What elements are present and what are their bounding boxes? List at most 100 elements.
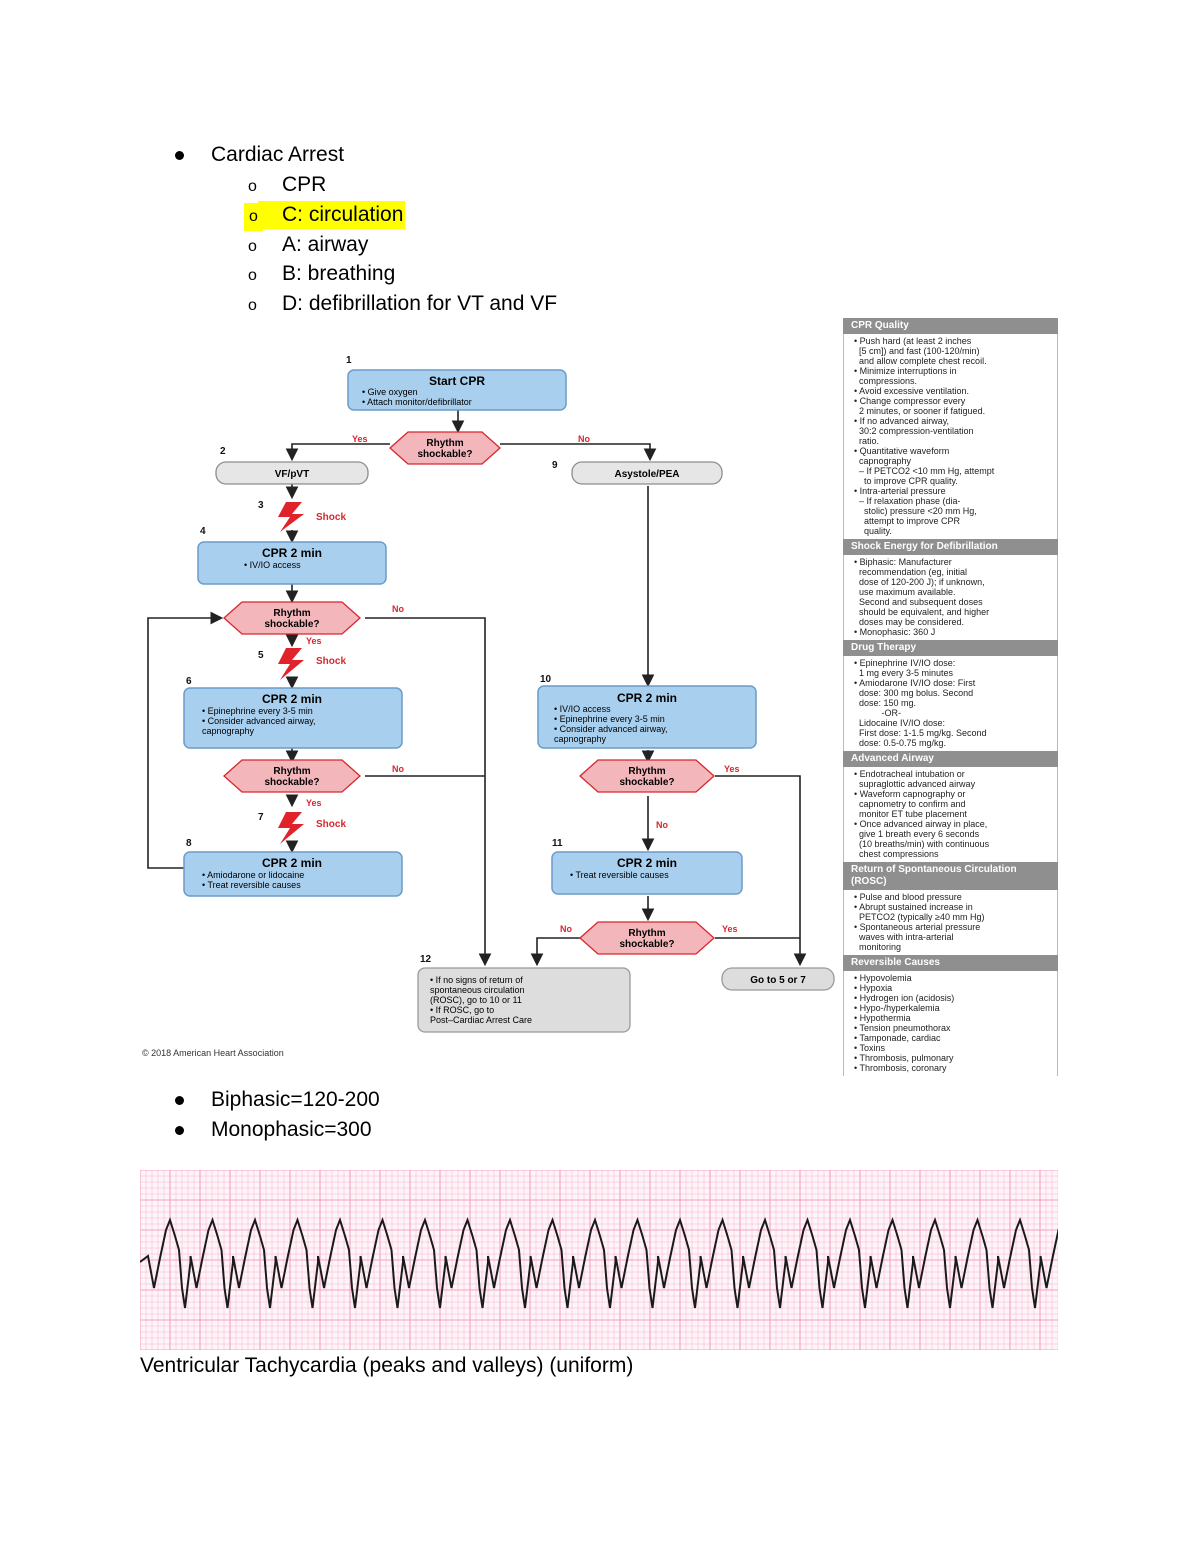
sidebar-line: monitoring [854, 942, 902, 952]
no-label: No [578, 434, 590, 444]
sidebar-line: 2 minutes, or sooner if fatigued. [854, 406, 986, 416]
sidebar-line: dose: 0.5-0.75 mg/kg. [854, 738, 947, 748]
cpr-item: • IV/IO access [244, 560, 301, 570]
rosc-box: • If no signs of return of spontaneous c… [417, 967, 631, 1033]
sidebar-line: monitor ET tube placement [854, 809, 967, 819]
cpr-item: • Epinephrine every 3-5 min [554, 714, 665, 724]
sidebar-line: dose of 120-200 J); if unknown, [854, 577, 985, 587]
sidebar-line: chest compressions [854, 849, 939, 859]
asystole-pea-label: Asystole/PEA [614, 469, 679, 480]
sidebar-line: • Thrombosis, coronary [854, 1063, 947, 1073]
sidebar-line: • Hypothermia [854, 1013, 911, 1023]
step-number: 8 [186, 838, 192, 849]
sidebar-line: and allow complete chest recoil. [854, 356, 987, 366]
cpr-item: • Treat reversible causes [202, 880, 301, 890]
rhythm-label: Rhythm [273, 608, 310, 619]
sub-bullet-airway: A: airway [282, 233, 369, 256]
cpr-item: capnography [554, 734, 607, 744]
goto-box: Go to 5 or 7 [721, 967, 835, 991]
rhythm-label: Rhythm [426, 438, 463, 449]
cpr-box-6: CPR 2 min • Epinephrine every 3-5 min • … [183, 687, 403, 749]
sidebar-line: should be equivalent, and higher [854, 607, 990, 617]
sidebar-section-title: Advanced Airway [843, 751, 1058, 767]
cpr-item: • Epinephrine every 3-5 min [202, 706, 313, 716]
cpr-item: • Treat reversible causes [570, 870, 669, 880]
sidebar-section-body: • Hypovolemia• Hypoxia• Hydrogen ion (ac… [843, 971, 1058, 1076]
step-number: 3 [258, 500, 264, 511]
step-number: 6 [186, 676, 192, 687]
step-number: 11 [552, 838, 563, 849]
sidebar-section-body: • Endotracheal intubation or supraglotti… [843, 767, 1058, 862]
rhythm-label: shockable? [264, 619, 319, 630]
sidebar-section-title: Drug Therapy [843, 640, 1058, 656]
rhythm-diamond: Rhythm shockable? [389, 431, 501, 465]
sidebar-line: quality. [854, 526, 892, 536]
sidebar-line: • Thrombosis, pulmonary [854, 1053, 954, 1063]
sidebar-line: • Tension pneumothorax [854, 1023, 951, 1033]
sidebar-line: • Pulse and blood pressure [854, 892, 962, 902]
sidebar-line: ratio. [854, 436, 880, 446]
rhythm-label: Rhythm [273, 766, 310, 777]
cpr-title: CPR 2 min [617, 691, 677, 705]
vf-pvt-label: VF/pVT [275, 469, 309, 480]
sub-bullet-breathing: B: breathing [282, 262, 396, 285]
rhythm-diamond: Rhythm shockable? [579, 921, 715, 955]
bullet-dot [175, 151, 184, 160]
sidebar-line: • Minimize interruptions in [854, 366, 957, 376]
shock-bolt-icon [278, 812, 304, 844]
sidebar-line: • Spontaneous arterial pressure [854, 922, 981, 932]
cpr-box-8: CPR 2 min • Amiodarone or lidocaine • Tr… [183, 851, 403, 897]
ecg-trace [140, 1217, 1058, 1309]
bullet-dot [175, 1096, 184, 1105]
rosc-item: • If no signs of return of [430, 975, 523, 985]
sidebar-line: stolic) pressure <20 mm Hg, [854, 506, 977, 516]
rhythm-label: shockable? [619, 777, 674, 788]
step-number: 7 [258, 812, 264, 823]
step-number: 12 [420, 954, 432, 965]
sidebar-line: • Hypo-/hyperkalemia [854, 1003, 940, 1013]
sidebar-line: • Amiodarone IV/IO dose: First [854, 678, 976, 688]
cpr-item: • Amiodarone or lidocaine [202, 870, 304, 880]
rosc-item: • If ROSC, go to [430, 1005, 494, 1015]
sidebar-line: -OR- [854, 708, 902, 718]
sidebar-line: attempt to improve CPR [854, 516, 961, 526]
sidebar-line: dose: 150 mg. [854, 698, 917, 708]
rosc-item: Post–Cardiac Arrest Care [430, 1015, 532, 1025]
yes-label: Yes [724, 764, 740, 774]
sidebar-line: Lidocaine IV/IO dose: [854, 718, 946, 728]
shock-bolt-icon [278, 648, 304, 680]
sidebar-line: give 1 breath every 6 seconds [854, 829, 980, 839]
cardiac-arrest-algorithm: 1 2 3 4 5 6 7 8 9 10 11 12 Start CPR • G… [142, 355, 835, 1058]
sidebar-section-title: Return of Spontaneous Circulation (ROSC) [843, 862, 1058, 890]
sidebar-section-title: Shock Energy for Defibrillation [843, 539, 1058, 555]
goto-label: Go to 5 or 7 [750, 975, 806, 986]
sidebar-line: to improve CPR quality. [854, 476, 958, 486]
shock-label: Shock [316, 512, 346, 523]
cpr-box-10: CPR 2 min • IV/IO access • Epinephrine e… [537, 685, 757, 749]
no-label: No [560, 924, 572, 934]
yes-label: Yes [306, 798, 322, 808]
sidebar-line: 1 mg every 3-5 minutes [854, 668, 954, 678]
ecg-caption: Ventricular Tachycardia (peaks and valle… [140, 1354, 634, 1377]
sidebar-line: • Avoid excessive ventilation. [854, 386, 970, 396]
step-number: 9 [552, 460, 558, 471]
step-number: 1 [346, 355, 352, 366]
sidebar-line: doses may be considered. [854, 617, 965, 627]
step-number: 5 [258, 650, 264, 661]
bullet-monophasic: Monophasic=300 [211, 1118, 372, 1141]
cpr-title: CPR 2 min [262, 692, 322, 706]
step-number: 2 [220, 446, 226, 457]
sidebar-line: – If PETCO2 <10 mm Hg, attempt [854, 466, 995, 476]
yes-label: Yes [306, 636, 322, 646]
sidebar-line: supraglottic advanced airway [854, 779, 976, 789]
sidebar-line: • Push hard (at least 2 inches [854, 336, 972, 346]
step-number: 10 [540, 674, 552, 685]
yes-label: Yes [722, 924, 738, 934]
no-label: No [656, 820, 668, 830]
sidebar-line: • Epinephrine IV/IO dose: [854, 658, 956, 668]
start-cpr-title: Start CPR [429, 374, 485, 388]
cpr-box-4: CPR 2 min • IV/IO access [197, 541, 387, 585]
sidebar-line: [5 cm]) and fast (100-120/min) [854, 346, 980, 356]
sidebar-section-body: • Push hard (at least 2 inches [5 cm]) a… [843, 334, 1058, 539]
sidebar-line: • Hydrogen ion (acidosis) [854, 993, 955, 1003]
